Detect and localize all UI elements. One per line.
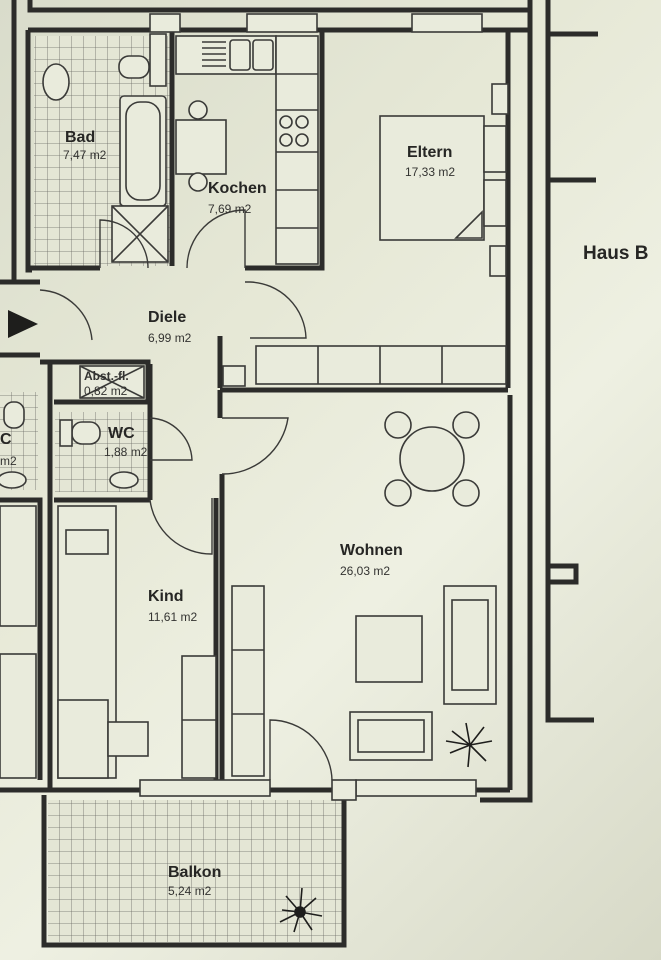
plant-icon — [445, 722, 493, 768]
neighbor-wc-area: m2 — [0, 454, 17, 468]
storage-fixture — [79, 365, 145, 399]
room-area-balkon: 5,24 m2 — [168, 884, 212, 898]
window-frames — [139, 13, 483, 801]
room-area-kochen: 7,69 m2 — [208, 202, 252, 216]
room-name-bad: Bad — [65, 129, 95, 146]
room-name-diele: Diele — [148, 309, 186, 326]
plant-icon — [279, 887, 323, 933]
room-area-eltern: 17,33 m2 — [405, 165, 455, 179]
neighbor-wc-letter: C — [0, 431, 12, 448]
kitchen-fixtures — [175, 35, 319, 265]
wc-fixtures — [0, 401, 139, 489]
room-name-wohnen: Wohnen — [340, 542, 403, 559]
room-name-abst: Abst.-fl. — [84, 369, 129, 383]
room-name-kochen: Kochen — [208, 180, 267, 197]
entrance-arrow-icon — [8, 310, 38, 338]
bedroom-furniture — [255, 83, 509, 385]
kind-furniture — [0, 505, 217, 779]
doors — [39, 209, 333, 781]
balkon-floor-tiles — [48, 800, 342, 942]
room-name-kind: Kind — [148, 588, 184, 605]
room-area-kind: 11,61 m2 — [148, 610, 197, 624]
room-area-wc: 1,88 m2 — [104, 445, 148, 459]
wohnen-furniture — [231, 411, 497, 777]
building-label: Haus B — [583, 243, 648, 264]
room-area-diele: 6,99 m2 — [148, 331, 192, 345]
room-name-balkon: Balkon — [168, 864, 221, 881]
bathroom-fixtures — [42, 33, 169, 263]
room-area-wohnen: 26,03 m2 — [340, 564, 390, 578]
room-name-wc: WC — [108, 425, 135, 442]
room-area-abst: 0,82 m2 — [84, 384, 128, 398]
room-name-eltern: Eltern — [407, 144, 452, 161]
room-area-bad: 7,47 m2 — [63, 148, 107, 162]
